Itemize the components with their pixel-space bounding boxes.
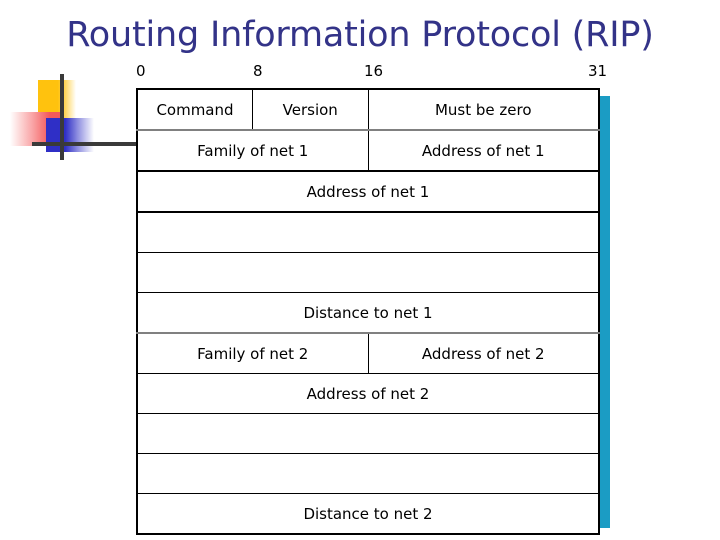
reserved-net2-row-b (136, 453, 600, 494)
distance-net2-row: Distance to net 2 (136, 493, 600, 535)
bit-tick-8: 8 (253, 62, 263, 80)
packet-cell-distance-to-net-1: Distance to net 1 (136, 292, 600, 334)
bit-tick-16: 16 (364, 62, 384, 80)
packet-cell-address-of-net-1: Address of net 1 (367, 129, 600, 172)
bit-tick-0: 0 (136, 62, 146, 80)
packet-cell-empty (136, 413, 600, 454)
packet-cell-empty (136, 453, 600, 494)
packet-cell-empty (136, 211, 600, 253)
packet-cell-address-of-net-2: Address of net 2 (136, 373, 600, 414)
packet-cell-address-of-net-1: Address of net 1 (136, 170, 600, 213)
reserved-net1-row-a (136, 211, 600, 253)
packet-cell-command: Command (136, 88, 253, 131)
address-net2-row: Address of net 2 (136, 373, 600, 414)
address-net1-row: Address of net 1 (136, 170, 600, 213)
vertical-line-icon (60, 74, 64, 160)
reserved-net1-row-b (136, 252, 600, 293)
packet-cell-must-be-zero: Must be zero (367, 88, 600, 131)
page-title: Routing Information Protocol (RIP) (66, 15, 654, 55)
reserved-net2-row-a (136, 413, 600, 454)
distance-net1-row: Distance to net 1 (136, 292, 600, 334)
packet-cell-distance-to-net-2: Distance to net 2 (136, 493, 600, 535)
bit-ruler: 0 8 16 31 (136, 62, 608, 82)
packet-cell-empty (136, 252, 600, 293)
packet-cell-family-of-net-2: Family of net 2 (136, 332, 369, 374)
horizontal-line-icon (32, 142, 136, 146)
blue-square-icon (46, 118, 94, 152)
powerpoint-bullet-graphic (8, 74, 136, 170)
packet-cell-version: Version (252, 88, 369, 131)
packet-cell-address-of-net-2: Address of net 2 (367, 332, 600, 374)
packet-cell-family-of-net-1: Family of net 1 (136, 129, 369, 172)
bit-tick-31: 31 (588, 62, 608, 80)
